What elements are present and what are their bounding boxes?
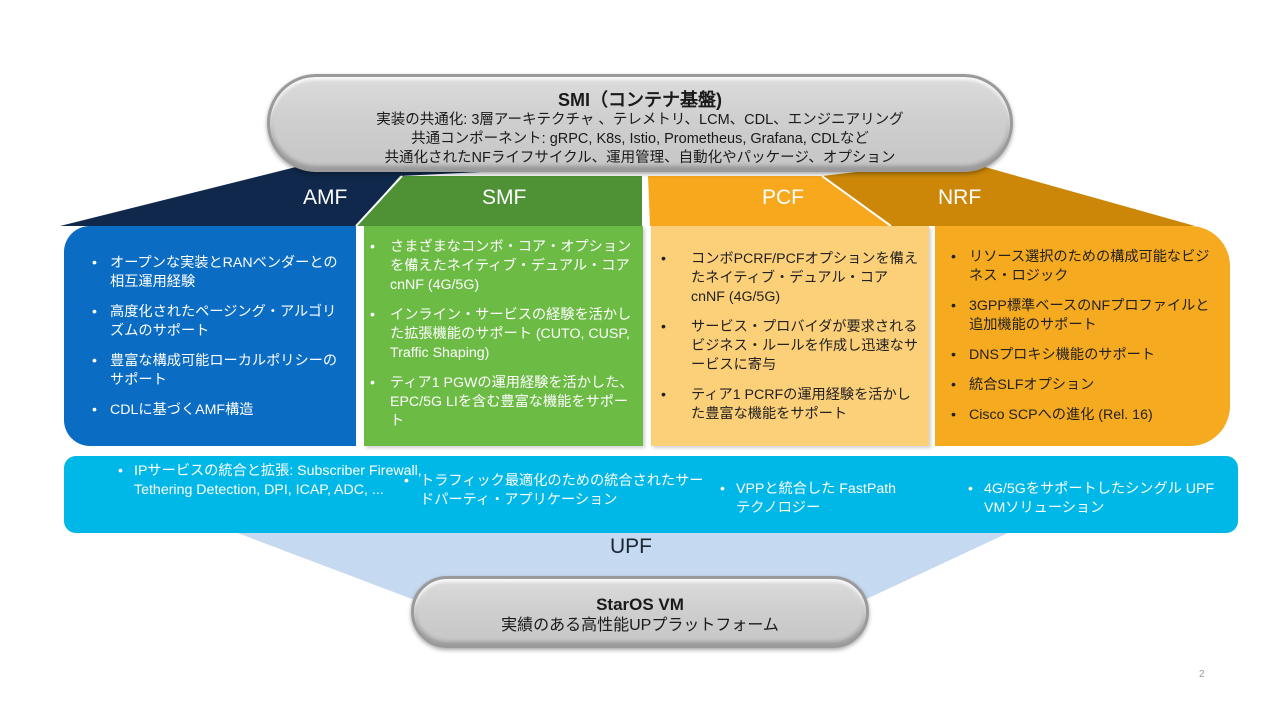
panel-amf: •オープンな実装とRANベンダーとの相互運用経験 •高度化されたページング・アル… bbox=[64, 226, 356, 446]
list-item: •オープンな実装とRANベンダーとの相互運用経験 bbox=[92, 255, 338, 290]
band-amf bbox=[60, 166, 605, 226]
smi-line: 実装の共通化: 3層アーキテクチャ 、テレメトリ、LCM、CDL、エンジニアリン… bbox=[376, 112, 904, 128]
list-item: •コンボPCRF/PCFオプションを備えたネイティブ・デュアル・コアcnNF (… bbox=[661, 251, 919, 305]
list-item: •DNSプロキシ機能のサポート bbox=[951, 347, 1156, 363]
bullet-icon: • bbox=[661, 387, 666, 403]
band-label-amf: AMF bbox=[303, 186, 348, 209]
bullet-icon: • bbox=[951, 407, 956, 423]
band-label-pcf: PCF bbox=[762, 186, 804, 209]
list-item: •CDLに基づくAMF構造 bbox=[92, 402, 254, 418]
band-smf bbox=[356, 176, 642, 226]
bullet-icon: • bbox=[661, 251, 666, 267]
list-item: •サービス・プロバイダが要求されるビジネス・ルールを作成し迅速なサービスに寄与 bbox=[661, 319, 919, 373]
bullet-icon: • bbox=[92, 402, 97, 418]
smi-title: SMI（コンテナ基盤) bbox=[558, 90, 722, 110]
upf-feature-bar: •IPサービスの統合と拡張: Subscriber Firewall, Teth… bbox=[64, 456, 1238, 533]
bullet-icon: • bbox=[720, 481, 725, 497]
band-divider bbox=[355, 175, 403, 227]
list-item: •ティア1 PGWの運用経験を活かした、EPC/5G LIを含む豊富な機能をサポ… bbox=[370, 375, 634, 429]
bullet-icon: • bbox=[404, 473, 409, 489]
bullet-icon: • bbox=[968, 481, 973, 497]
upf-item: •4G/5Gをサポートしたシングル UPF VMソリューション bbox=[968, 481, 1215, 516]
page-number: 2 bbox=[1199, 669, 1205, 680]
bullet-icon: • bbox=[370, 239, 375, 255]
upf-item: •IPサービスの統合と拡張: Subscriber Firewall, Teth… bbox=[118, 463, 422, 498]
list-item: •Cisco SCPへの進化 (Rel. 16) bbox=[951, 407, 1153, 423]
bullet-icon: • bbox=[951, 347, 956, 363]
list-item: •高度化されたページング・アルゴリズムのサポート bbox=[92, 304, 337, 339]
list-item: •インライン・サービスの経験を活かした拡張機能のサポート (CUTO, CUSP… bbox=[370, 307, 632, 361]
bullet-icon: • bbox=[661, 319, 666, 335]
band-label-smf: SMF bbox=[482, 186, 527, 209]
bullet-icon: • bbox=[92, 353, 97, 369]
list-item: •3GPP標準ベースのNFプロファイルと追加機能のサポート bbox=[951, 298, 1210, 333]
bullet-icon: • bbox=[370, 375, 375, 391]
bullet-icon: • bbox=[118, 463, 123, 479]
upf-item: •VPPと統合した FastPathテクノロジー bbox=[720, 481, 897, 516]
bullet-icon: • bbox=[92, 255, 97, 271]
band-divider bbox=[821, 175, 892, 227]
panel-smf: •さまざまなコンボ・コア・オプションを備えたネイティブ・デュアル・コアcnNF … bbox=[364, 226, 643, 446]
list-item: •さまざまなコンボ・コア・オプションを備えたネイティブ・デュアル・コアcnNF … bbox=[370, 239, 632, 293]
staros-subtitle: 実績のある高性能UPプラットフォーム bbox=[501, 617, 779, 634]
bullet-icon: • bbox=[951, 298, 956, 314]
upf-label: UPF bbox=[610, 535, 652, 558]
list-item: •リソース選択のための構成可能なビジネス・ロジック bbox=[951, 249, 1210, 284]
smi-line: 共通化されたNFライフサイクル、運用管理、自動化やパッケージ、オプション bbox=[384, 150, 896, 166]
bullet-icon: • bbox=[370, 307, 375, 323]
list-item: •統合SLFオプション bbox=[951, 377, 1095, 393]
panel-pcf: •コンボPCRF/PCFオプションを備えたネイティブ・デュアル・コアcnNF (… bbox=[651, 226, 929, 446]
upf-item: •トラフィック最適化のための統合されたサードパーティ・アプリケーション bbox=[404, 473, 704, 508]
smi-container-platform: SMI（コンテナ基盤) 実装の共通化: 3層アーキテクチャ 、テレメトリ、LCM… bbox=[267, 74, 1013, 172]
list-item: •豊富な構成可能ローカルポリシーのサポート bbox=[92, 353, 338, 388]
band-nrf bbox=[822, 160, 1195, 226]
band-divider bbox=[643, 175, 650, 227]
panel-nrf: •リソース選択のための構成可能なビジネス・ロジック •3GPP標準ベースのNFプ… bbox=[935, 226, 1230, 446]
staros-title: StarOS VM bbox=[596, 595, 684, 614]
band-label-nrf: NRF bbox=[938, 186, 982, 209]
list-item: •ティア1 PCRFの運用経験を活かした豊富な機能をサポート bbox=[661, 387, 911, 422]
bullet-icon: • bbox=[951, 377, 956, 393]
bullet-icon: • bbox=[92, 304, 97, 320]
smi-line: 共通コンポーネント: gRPC, K8s, Istio, Prometheus,… bbox=[411, 131, 869, 147]
band-pcf bbox=[648, 176, 890, 226]
bullet-icon: • bbox=[951, 249, 956, 265]
staros-vm-platform: StarOS VM 実績のある高性能UPプラットフォーム bbox=[411, 576, 869, 648]
